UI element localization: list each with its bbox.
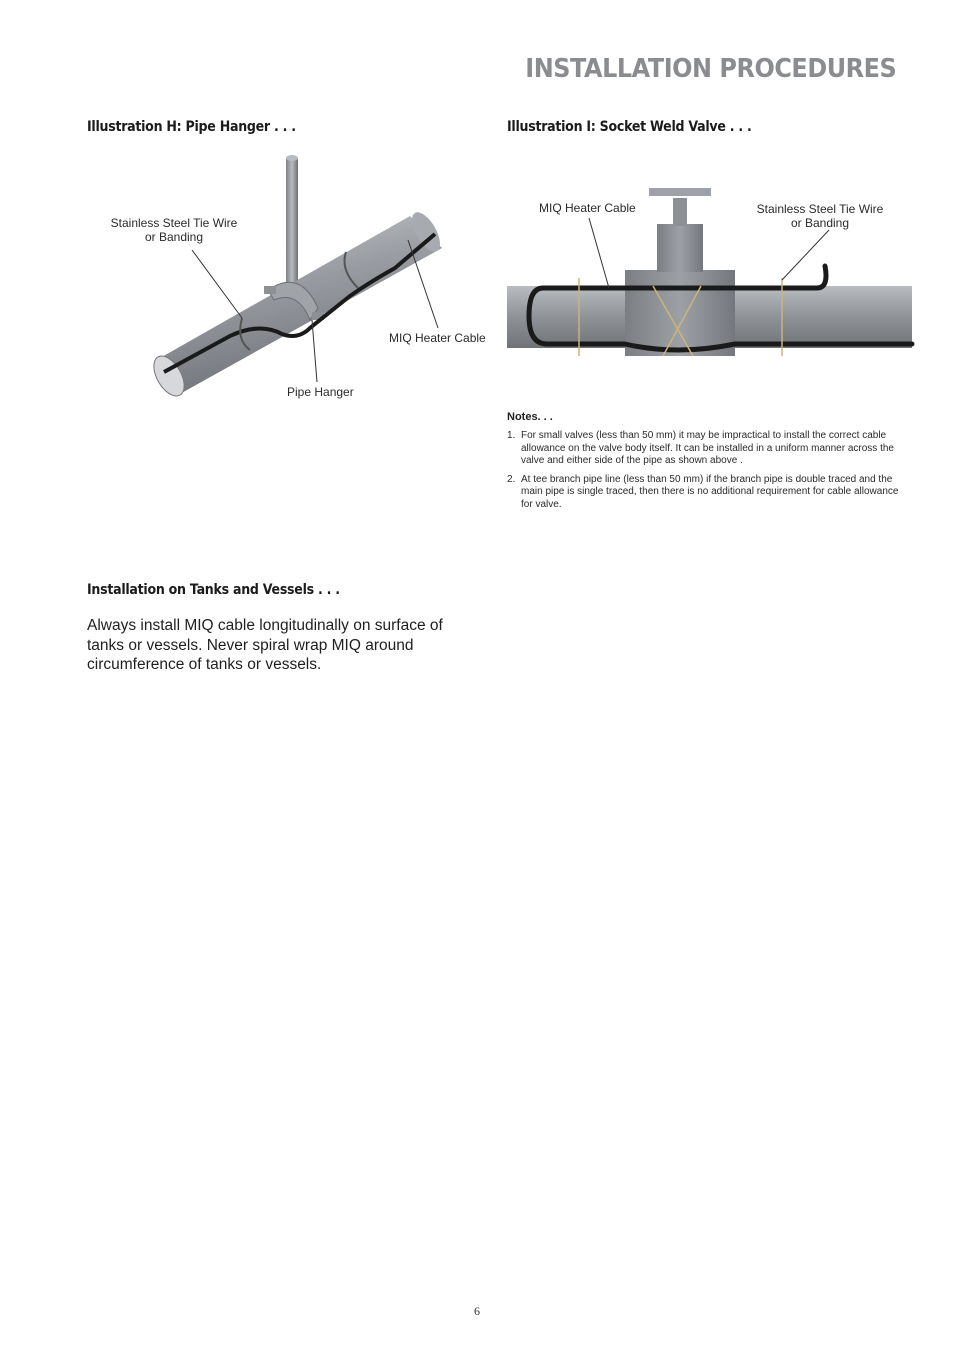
- label-pipe-hanger: Pipe Hanger: [287, 385, 354, 399]
- illustration-h-heading: Illustration H: Pipe Hanger . . .: [87, 119, 296, 135]
- note-text: For small valves (less than 50 mm) it ma…: [521, 430, 894, 466]
- label-tie-wire-h: Stainless Steel Tie Wire or Banding: [108, 216, 240, 244]
- page-number: 6: [474, 1304, 480, 1318]
- socket-weld-valve-illustration: [507, 188, 915, 357]
- label-heater-cable-h: MIQ Heater Cable: [389, 331, 486, 345]
- note-item: 1. For small valves (less than 50 mm) it…: [507, 430, 902, 468]
- label-tie-wire-i-line2: or Banding: [790, 216, 850, 230]
- note-item: 2. At tee branch pipe line (less than 50…: [507, 474, 902, 512]
- pipe-hanger-illustration: [153, 155, 442, 397]
- label-tie-wire-h-line1: Stainless Steel Tie Wire: [110, 216, 238, 230]
- page-title: INSTALLATION PROCEDURES: [524, 54, 896, 84]
- notes-title: Notes. . .: [507, 411, 553, 423]
- note-number: 1.: [507, 430, 516, 441]
- label-tie-wire-i: Stainless Steel Tie Wire or Banding: [754, 202, 886, 230]
- label-heater-cable-i: MIQ Heater Cable: [539, 201, 636, 215]
- label-tie-wire-i-line1: Stainless Steel Tie Wire: [756, 202, 884, 216]
- tanks-body-text: Always install MIQ cable longitudinally …: [87, 617, 443, 673]
- note-number: 2.: [507, 473, 516, 485]
- label-tie-wire-h-line2: or Banding: [144, 230, 204, 244]
- note-text: At tee branch pipe line (less than 50 mm…: [521, 473, 899, 510]
- tanks-heading: Installation on Tanks and Vessels . . .: [87, 582, 340, 598]
- illustration-i-heading: Illustration I: Socket Weld Valve . . .: [507, 119, 752, 135]
- notes-list: 1. For small valves (less than 50 mm) it…: [507, 430, 902, 517]
